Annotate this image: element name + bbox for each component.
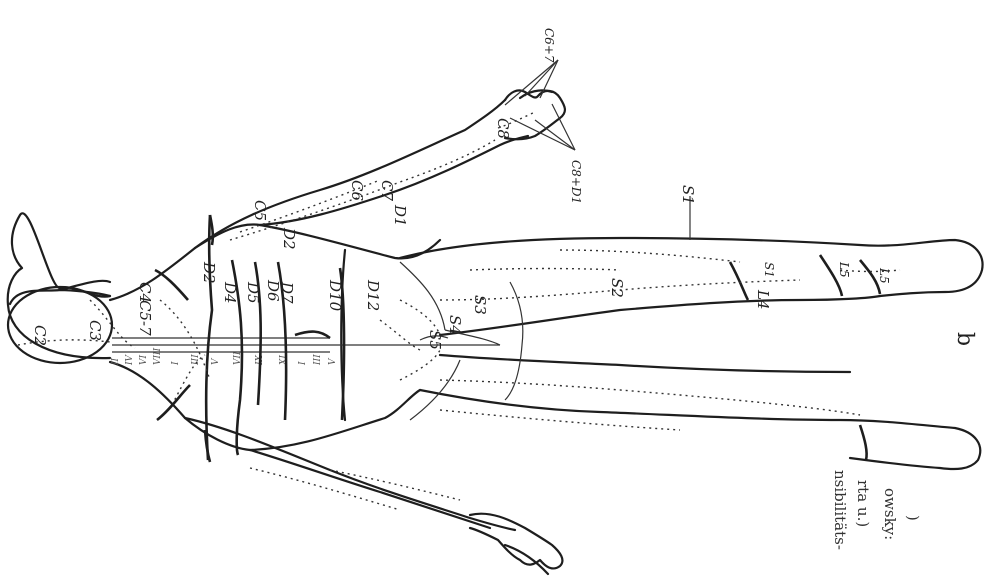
label-d12: D12	[364, 279, 382, 311]
dermatome-labels: C2 C3 C4 C5-7 C5 C6 C7 C8 C6+7 C8+D1 D1 …	[31, 28, 891, 350]
vertebra-label: III	[191, 354, 201, 366]
caption-line-4: )	[904, 515, 922, 521]
head	[8, 213, 135, 363]
label-c57: C5-7	[136, 300, 154, 336]
label-d4: D4	[221, 281, 239, 304]
label-d5: D5	[244, 281, 262, 304]
torso	[110, 224, 440, 450]
pointer-lines	[505, 60, 690, 240]
leg-upper	[400, 238, 983, 335]
vertebra-label: VI	[139, 355, 149, 365]
label-d2: D2	[200, 261, 218, 284]
label-d2-arm: D2	[280, 227, 298, 250]
label-s1-leg: S1	[762, 262, 776, 278]
label-c8d1: C8+D1	[569, 160, 583, 204]
caption-line-1: nsibilitäts-	[831, 470, 849, 550]
label-d1: D1	[391, 204, 409, 227]
panel-label: b	[952, 332, 977, 346]
label-s2: S2	[608, 278, 626, 298]
caption-line-2: rta u.)	[854, 480, 872, 527]
lower-arm-left	[185, 418, 562, 574]
label-c3: C3	[86, 320, 104, 341]
label-l5-foot: L5	[877, 267, 891, 284]
label-s4: S4	[446, 315, 464, 335]
vertebra-label: IV	[125, 353, 135, 366]
vertebra-label: VIII	[153, 347, 163, 365]
label-s5: S5	[426, 330, 444, 350]
vertebra-label: III	[313, 354, 323, 366]
label-d7: D7	[278, 281, 296, 304]
label-c6: C6	[348, 180, 366, 201]
vertebra-label: I	[171, 361, 181, 366]
label-c67: C6+7	[542, 28, 556, 63]
vertebra-label: I	[298, 361, 308, 366]
leg-lower	[420, 355, 980, 469]
label-d10: D10	[326, 279, 344, 312]
vertebra-label: XI	[279, 355, 289, 366]
label-s1: S1	[679, 185, 697, 205]
label-c2: C2	[31, 325, 49, 346]
label-l5: L5	[837, 261, 851, 278]
caption: nsibilitäts- rta u.) owsky: )	[831, 470, 922, 550]
label-c8: C8	[494, 118, 512, 139]
vertebra-label: V	[328, 357, 338, 365]
label-c7: C7	[378, 180, 396, 201]
vertebra-label: II	[111, 357, 121, 366]
label-l4: L4	[754, 289, 772, 310]
label-c5: C5	[251, 200, 269, 221]
caption-line-3: owsky:	[881, 488, 899, 540]
vertebra-label: V	[211, 357, 221, 365]
label-s3: S3	[471, 295, 489, 315]
